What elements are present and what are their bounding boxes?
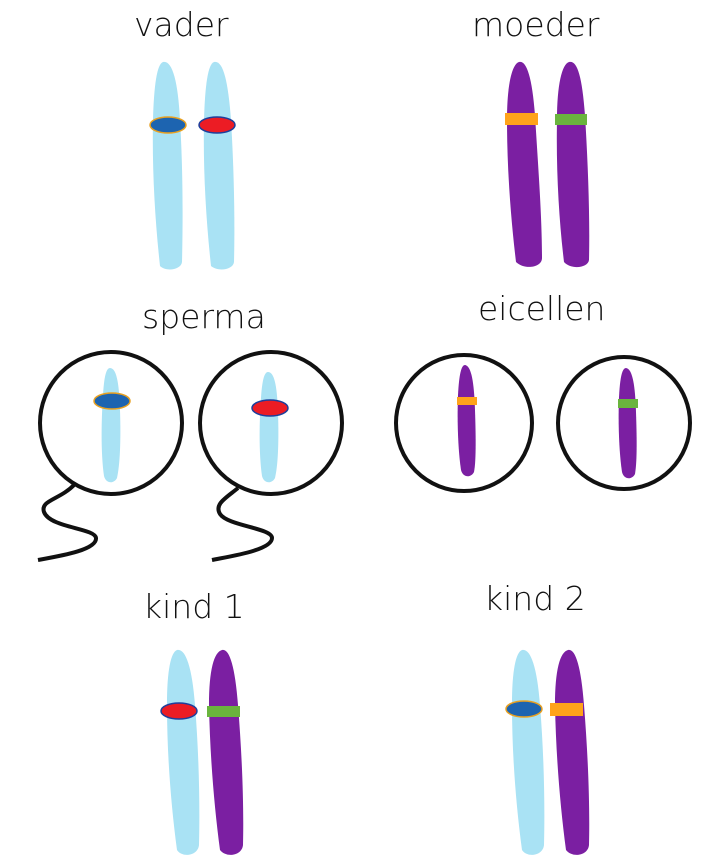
child-1-chromosome-mother (209, 650, 243, 855)
child-1-chromosome-father (167, 650, 199, 855)
mother-chromosome-left (507, 62, 542, 267)
father-chromosome-pair (150, 62, 235, 270)
allele-red-icon (252, 400, 288, 416)
allele-green-band (555, 114, 587, 125)
egg-cell-1 (396, 355, 532, 491)
sperm-tail-icon (38, 484, 96, 560)
chromosome-purple (619, 368, 637, 478)
child-2-chromosome-mother (555, 650, 589, 855)
sperm-cell-2 (200, 352, 342, 560)
allele-blue-icon (94, 393, 130, 409)
mother-chromosome-right (557, 62, 589, 267)
allele-blue-icon (506, 701, 542, 717)
allele-green-band (207, 706, 240, 717)
egg-cell-2 (558, 357, 690, 489)
sperm-cell-1 (38, 352, 182, 560)
allele-green-band (618, 399, 638, 408)
chromosome-blue (102, 368, 121, 482)
child-1-chromosome-pair (161, 650, 243, 855)
chromosome-purple (458, 365, 476, 476)
allele-orange-band (550, 703, 583, 716)
allele-orange-band (457, 397, 477, 405)
chromosome-blue (260, 372, 279, 482)
sperm-tail-icon (212, 488, 272, 560)
allele-red-icon (199, 117, 235, 133)
mother-chromosome-pair (505, 62, 589, 267)
father-chromosome-left (153, 62, 183, 270)
allele-blue-icon (150, 117, 186, 133)
allele-orange-band (505, 113, 538, 125)
allele-red-icon (161, 703, 197, 719)
child-2-chromosome-father (512, 650, 544, 855)
child-2-chromosome-pair (506, 650, 589, 855)
father-chromosome-right (204, 62, 235, 270)
